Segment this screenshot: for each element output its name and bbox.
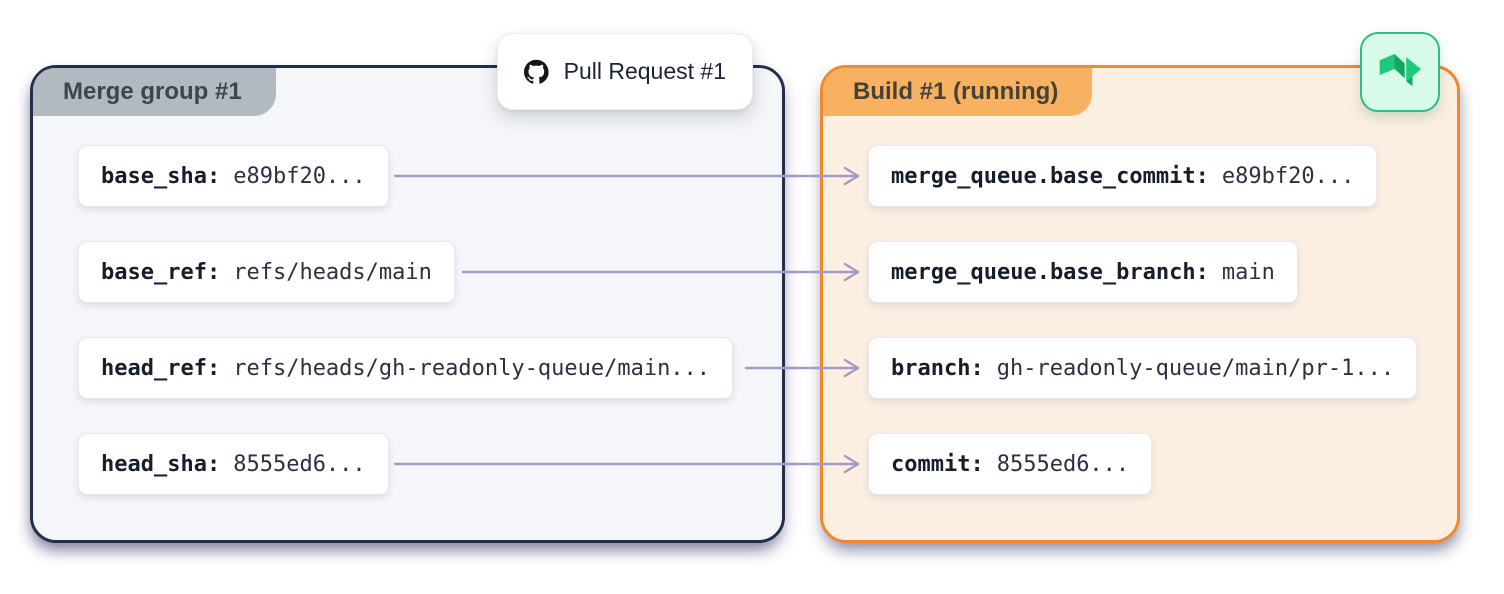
field-merge-queue-base-commit: merge_queue.base_commit: e89bf20... [868, 145, 1378, 207]
field-value: 8555ed6... [233, 451, 366, 477]
merge-group-card-title: Merge group #1 [33, 68, 276, 116]
pull-request-label: Pull Request #1 [563, 58, 726, 84]
field-value: refs/heads/main [233, 259, 432, 285]
field-commit: commit: 8555ed6... [868, 433, 1153, 495]
field-value: e89bf20... [1221, 163, 1355, 189]
ci-green-mark-icon [1379, 54, 1422, 87]
field-merge-queue-base-branch: merge_queue.base_branch: main [868, 241, 1298, 303]
build-card-title: Build #1 (running) [823, 68, 1093, 116]
field-label: base_sha: [101, 163, 221, 189]
github-icon [524, 59, 549, 84]
field-label: branch: [891, 355, 984, 381]
field-base-ref: base_ref: refs/heads/main [78, 241, 455, 303]
field-label: merge_queue.base_commit: [891, 163, 1209, 189]
field-value: gh-readonly-queue/main/pr-1... [996, 355, 1395, 381]
field-base-sha: base_sha: e89bf20... [78, 145, 389, 207]
field-value: e89bf20... [233, 163, 366, 189]
build-title-text: Build #1 (running) [853, 78, 1059, 105]
merge-group-title-text: Merge group #1 [63, 78, 242, 105]
field-head-sha: head_sha: 8555ed6... [78, 433, 389, 495]
field-label: commit: [891, 451, 984, 477]
field-value: 8555ed6... [996, 451, 1130, 477]
field-head-ref: head_ref: refs/heads/gh-readonly-queue/m… [78, 337, 734, 399]
field-value: refs/heads/gh-readonly-queue/main... [233, 355, 711, 381]
ci-logo-tile [1360, 32, 1440, 112]
field-label: base_ref: [101, 259, 221, 285]
pull-request-badge: Pull Request #1 [497, 33, 753, 110]
field-label: head_sha: [101, 451, 221, 477]
field-value: main [1221, 259, 1275, 285]
field-branch: branch: gh-readonly-queue/main/pr-1... [868, 337, 1418, 399]
field-label: merge_queue.base_branch: [891, 259, 1209, 285]
field-label: head_ref: [101, 355, 221, 381]
